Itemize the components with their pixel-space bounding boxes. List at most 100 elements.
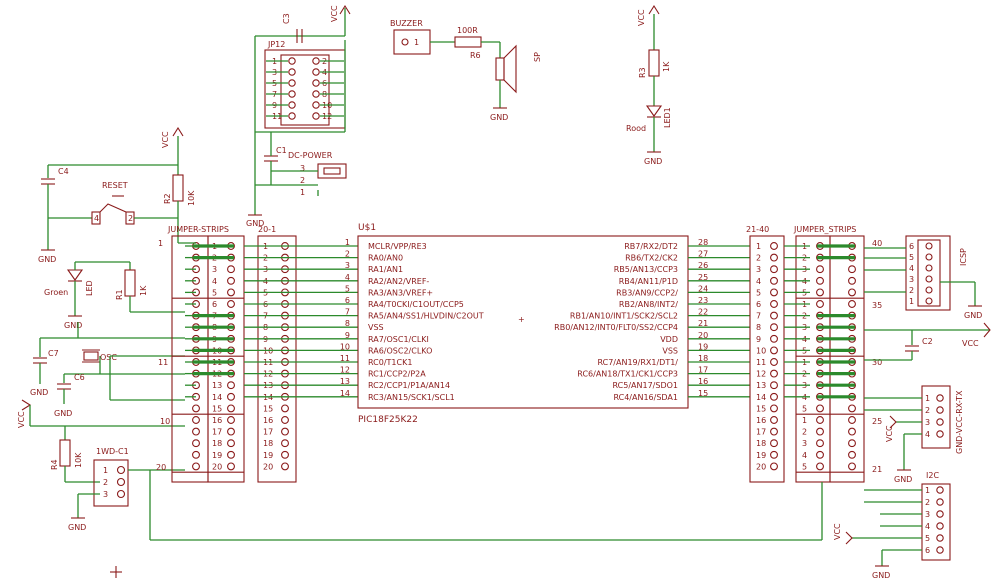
icsp-pin bbox=[925, 297, 933, 305]
header-pin bbox=[848, 439, 856, 448]
header-pin bbox=[770, 358, 778, 366]
i2c-pin-number: 1 bbox=[925, 486, 930, 495]
vcc-label-reset: VCC bbox=[161, 131, 170, 148]
dc-pin-1: 1 bbox=[300, 188, 305, 197]
r2-name: R2 bbox=[163, 193, 172, 204]
header-pin-number: 18 bbox=[212, 439, 222, 448]
header-pin-number: 6 bbox=[212, 300, 217, 309]
i2c-pin bbox=[936, 498, 944, 506]
onewire-section: VCC R4 10K 1WD-C1 1 2 3 GND bbox=[17, 399, 185, 532]
header-pin bbox=[281, 404, 289, 413]
chip-pin-number: 18 bbox=[698, 354, 708, 363]
i2c-pin-number: 3 bbox=[925, 510, 930, 519]
header-pin-number: 19 bbox=[212, 451, 222, 460]
header-pin-number: 17 bbox=[756, 428, 766, 437]
header-pin-number: 11 bbox=[756, 358, 766, 367]
r6-name: R6 bbox=[470, 51, 481, 60]
header-pin-number: 18 bbox=[756, 439, 766, 448]
chip-pin-label: RB4/AN11/P1D bbox=[619, 277, 678, 286]
chip-pin-label: RA5/AN4/SS1/HLVDIN/C2OUT bbox=[368, 312, 484, 321]
jp12-pin bbox=[312, 112, 320, 120]
chip-pin-number: 20 bbox=[698, 331, 708, 340]
header-pin bbox=[848, 450, 856, 459]
header-pin bbox=[770, 253, 778, 262]
header-pin-number: 15 bbox=[263, 404, 273, 413]
chip-pin-label: RA1/AN1 bbox=[368, 265, 403, 274]
header-pin-number: 19 bbox=[756, 451, 766, 460]
icsp-pin bbox=[925, 242, 933, 250]
chip-pin-label: RA2/AN2/VREF- bbox=[368, 277, 429, 286]
header-pin bbox=[770, 288, 778, 297]
header-pin-number: 14 bbox=[756, 393, 766, 402]
header-pin bbox=[281, 462, 289, 471]
header-pin bbox=[281, 427, 289, 436]
buzzer-pin: 1 bbox=[414, 38, 419, 47]
icsp-pin-number: 1 bbox=[909, 297, 914, 306]
header-pin bbox=[816, 404, 824, 413]
jp12-label: JP12 bbox=[267, 40, 285, 49]
r3-name: R3 bbox=[638, 67, 647, 78]
reset-label: RESET bbox=[102, 181, 128, 190]
i2c-pin bbox=[936, 522, 944, 530]
chip-pin-label: MCLR/VPP/RE3 bbox=[368, 242, 427, 251]
serial-pin-number: 3 bbox=[925, 418, 930, 427]
header-pin bbox=[770, 404, 778, 413]
r6-value: 100R bbox=[457, 26, 478, 35]
header-pin bbox=[227, 381, 235, 390]
header-pin bbox=[192, 450, 200, 459]
header-pin bbox=[770, 416, 778, 424]
header-pin-number: 15 bbox=[756, 404, 766, 413]
oscillator-section: C7 GND OSC C6 GND bbox=[30, 322, 185, 418]
chip-pin-number: 27 bbox=[698, 250, 708, 259]
header-pin bbox=[816, 450, 824, 459]
vcc-label-serial: VCC bbox=[885, 425, 894, 442]
chip-pin-number: 8 bbox=[345, 319, 350, 328]
r4-value: 10K bbox=[74, 452, 83, 468]
header-pin-number: 5 bbox=[212, 288, 217, 297]
jp12-pin bbox=[312, 101, 320, 109]
header-pin bbox=[227, 439, 235, 448]
dc-pin-3: 3 bbox=[300, 164, 305, 173]
chip-pin-label: RB6/TX2/CK2 bbox=[625, 254, 678, 263]
led-label-left: LED bbox=[85, 280, 94, 296]
header-pin bbox=[227, 392, 235, 401]
chip-pin-label: VSS bbox=[662, 346, 678, 355]
header-pin bbox=[227, 404, 235, 413]
header-pin-number: 14 bbox=[212, 393, 222, 402]
header-pin bbox=[227, 416, 235, 424]
header-pin-number: 18 bbox=[263, 439, 273, 448]
header-pin bbox=[227, 450, 235, 459]
header-pin bbox=[848, 416, 856, 424]
vcc-label-top: VCC bbox=[330, 5, 339, 22]
chip-pin-number: 7 bbox=[345, 308, 350, 317]
header-pin bbox=[192, 416, 200, 424]
gnd-label-serial: GND bbox=[894, 475, 912, 484]
gnd-label-i2c: GND bbox=[872, 571, 890, 580]
c6-label: C6 bbox=[74, 373, 85, 382]
right-mark-40: 40 bbox=[872, 239, 882, 248]
header-pin-number: 7 bbox=[756, 312, 761, 321]
header-pin bbox=[192, 427, 200, 436]
power-led-section: VCC R3 1K LED1 Rood GND bbox=[626, 4, 672, 166]
header-pin-number: 20 bbox=[263, 462, 273, 471]
chip-pin-label: RB5/AN13/CCP3 bbox=[614, 265, 678, 274]
r2-value: 10K bbox=[187, 190, 196, 206]
gnd-label-green: GND bbox=[64, 321, 82, 330]
chip-name: U$1 bbox=[358, 223, 376, 233]
icsp-pin-number: 5 bbox=[909, 253, 914, 262]
gnd-label-owc: GND bbox=[68, 523, 86, 532]
owc-label: 1WD-C1 bbox=[96, 447, 129, 456]
icsp-pin-number: 3 bbox=[909, 275, 914, 284]
gnd-label-led: GND bbox=[644, 157, 662, 166]
header-pin bbox=[848, 288, 856, 297]
chip-pin-label: RC2/CCP1/P1A/AN14 bbox=[368, 381, 450, 390]
header-pin bbox=[770, 242, 778, 250]
chip-pin-label: RC4/AN16/SDA1 bbox=[613, 393, 678, 402]
serial-pin-number: 4 bbox=[925, 430, 930, 439]
header-pin bbox=[848, 462, 856, 471]
